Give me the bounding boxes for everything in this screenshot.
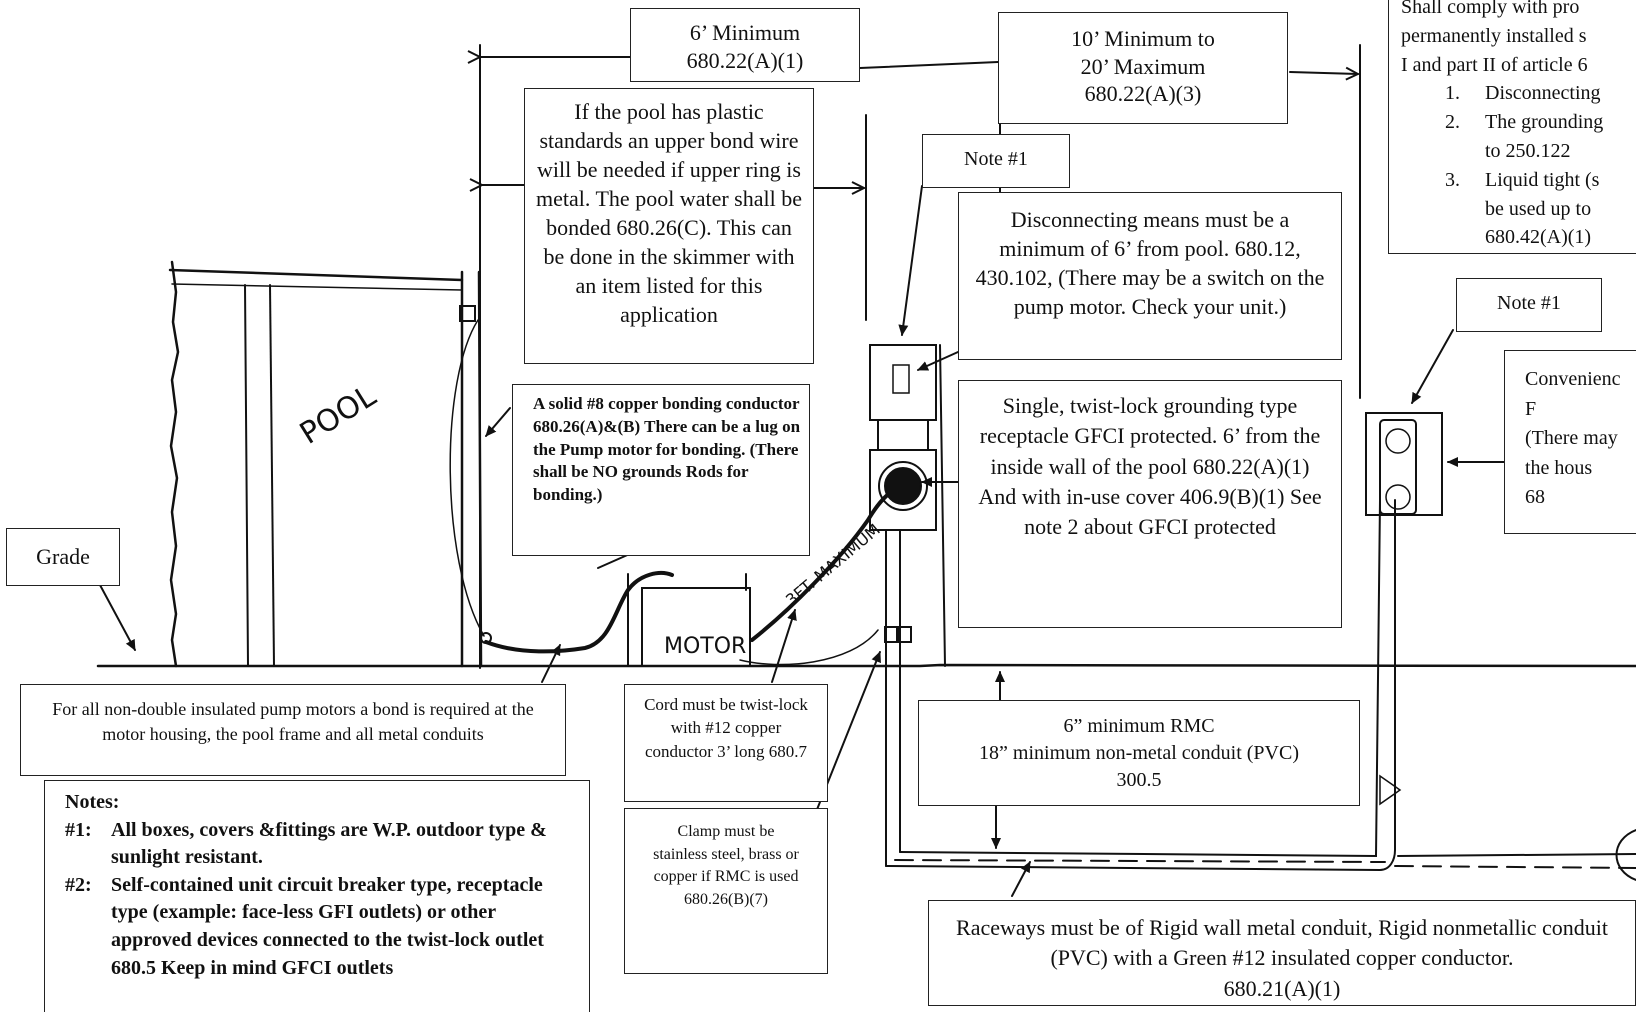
requirements-box: Shall comply with pro permanently instal…: [1388, 0, 1636, 254]
raceways-callout: Raceways must be of Rigid wall metal con…: [928, 900, 1636, 1006]
bond-wire: [484, 570, 674, 654]
motor-label: MOTOR: [664, 634, 747, 659]
bond-wire-loop: [449, 319, 485, 637]
pool-bonding-callout: If the pool has plastic standards an upp…: [524, 88, 814, 364]
leader-copper-bond: [485, 407, 511, 437]
disconnect-box: [869, 344, 937, 421]
leader-note1-right: [1411, 329, 1454, 404]
rmc-callout: 6” minimum RMC 18” minimum non-metal con…: [918, 700, 1360, 806]
gfci-outlet-box: [1365, 412, 1443, 516]
gfci-outlet-top: [1385, 428, 1411, 454]
motor-body: [641, 587, 751, 667]
notes-box: Notes: #1: All boxes, covers &fittings a…: [44, 780, 590, 1012]
gfci-outlet-inner: [1379, 419, 1417, 515]
convenience-callout: Convenienc F (There may the hous 68: [1504, 350, 1636, 534]
note1-tag-left: Note #1: [922, 134, 1070, 188]
leader-note1-left: [898, 185, 923, 336]
pool-wall-jagged: [169, 260, 180, 668]
pool-line-a: [244, 284, 249, 667]
six-foot-minimum-label: 6’ Minimum 680.22(A)(1): [630, 8, 860, 82]
notes-list: #1: All boxes, covers &fittings are W.P.…: [65, 817, 579, 983]
pool-rim-inner: [171, 283, 463, 291]
note1-tag-right: Note #1: [1456, 278, 1602, 332]
gfci-outlet-bottom: [1385, 484, 1411, 510]
cord-callout: Cord must be twist-lock with #12 copper …: [624, 684, 828, 802]
clamp-callout: Clamp must be stainless steel, brass or …: [624, 808, 828, 974]
leader-raceway: [1011, 861, 1031, 897]
disconnect-switch: [892, 364, 910, 394]
receptacle-box: [869, 449, 937, 531]
leader-motor-bond: [541, 644, 561, 683]
grade-label: Grade: [6, 528, 120, 586]
raceway-end: [1615, 829, 1636, 881]
pool-lug-top: [459, 305, 476, 322]
note-item-2: #2: Self-contained unit circuit breaker …: [65, 873, 544, 979]
raceway-outer: [885, 499, 1396, 872]
receptacle-outlet: [884, 467, 922, 505]
pool-rim: [168, 268, 464, 282]
leader-disconnect: [917, 351, 959, 371]
pool-line-b: [269, 284, 275, 667]
ten-to-twenty-foot-label: 10’ Minimum to 20’ Maximum 680.22(A)(3): [998, 12, 1288, 124]
clamp-a: [884, 626, 898, 643]
disconnecting-means-callout: Disconnecting means must be a minimum of…: [958, 192, 1342, 360]
requirements-item-1: 1. Disconnecting: [1445, 82, 1601, 105]
raceway-dash: [894, 859, 1386, 863]
conduit-triangle: [1379, 774, 1402, 806]
conduit-outer: [939, 344, 946, 667]
grade-line: [96, 663, 1636, 668]
requirements-intro-3: I and part II of article 6: [1401, 53, 1588, 76]
requirements-intro-2: permanently installed s: [1401, 24, 1587, 47]
dim-10ft-right: [1289, 72, 1358, 74]
raceway-inner: [899, 499, 1381, 858]
motor-curve: [739, 629, 879, 666]
requirements-item-3: 3. Liquid tight (s be used up to 680.42(…: [1445, 168, 1600, 249]
leader-cord: [771, 609, 797, 683]
requirements-intro-1: Shall comply with pro: [1401, 0, 1580, 18]
leader-grade: [99, 584, 136, 651]
raceway-continue-2: [1397, 853, 1636, 857]
requirements-item-2: 2. The grounding to 250.122: [1445, 111, 1604, 162]
receptacle-callout: Single, twist-lock grounding type recept…: [958, 380, 1342, 628]
pool-post-right: [477, 270, 483, 668]
raceway-continue: [1394, 865, 1636, 869]
clamp-b: [898, 626, 912, 643]
notes-heading: Notes:: [65, 791, 120, 813]
note-item-1: #1: All boxes, covers &fittings are W.P.…: [65, 818, 547, 869]
dim-6ft-right: [859, 61, 999, 69]
motor-bond-callout: For all non-double insulated pump motors…: [20, 684, 566, 776]
copper-bonding-callout: A solid #8 copper bonding conductor 680.…: [512, 384, 810, 556]
